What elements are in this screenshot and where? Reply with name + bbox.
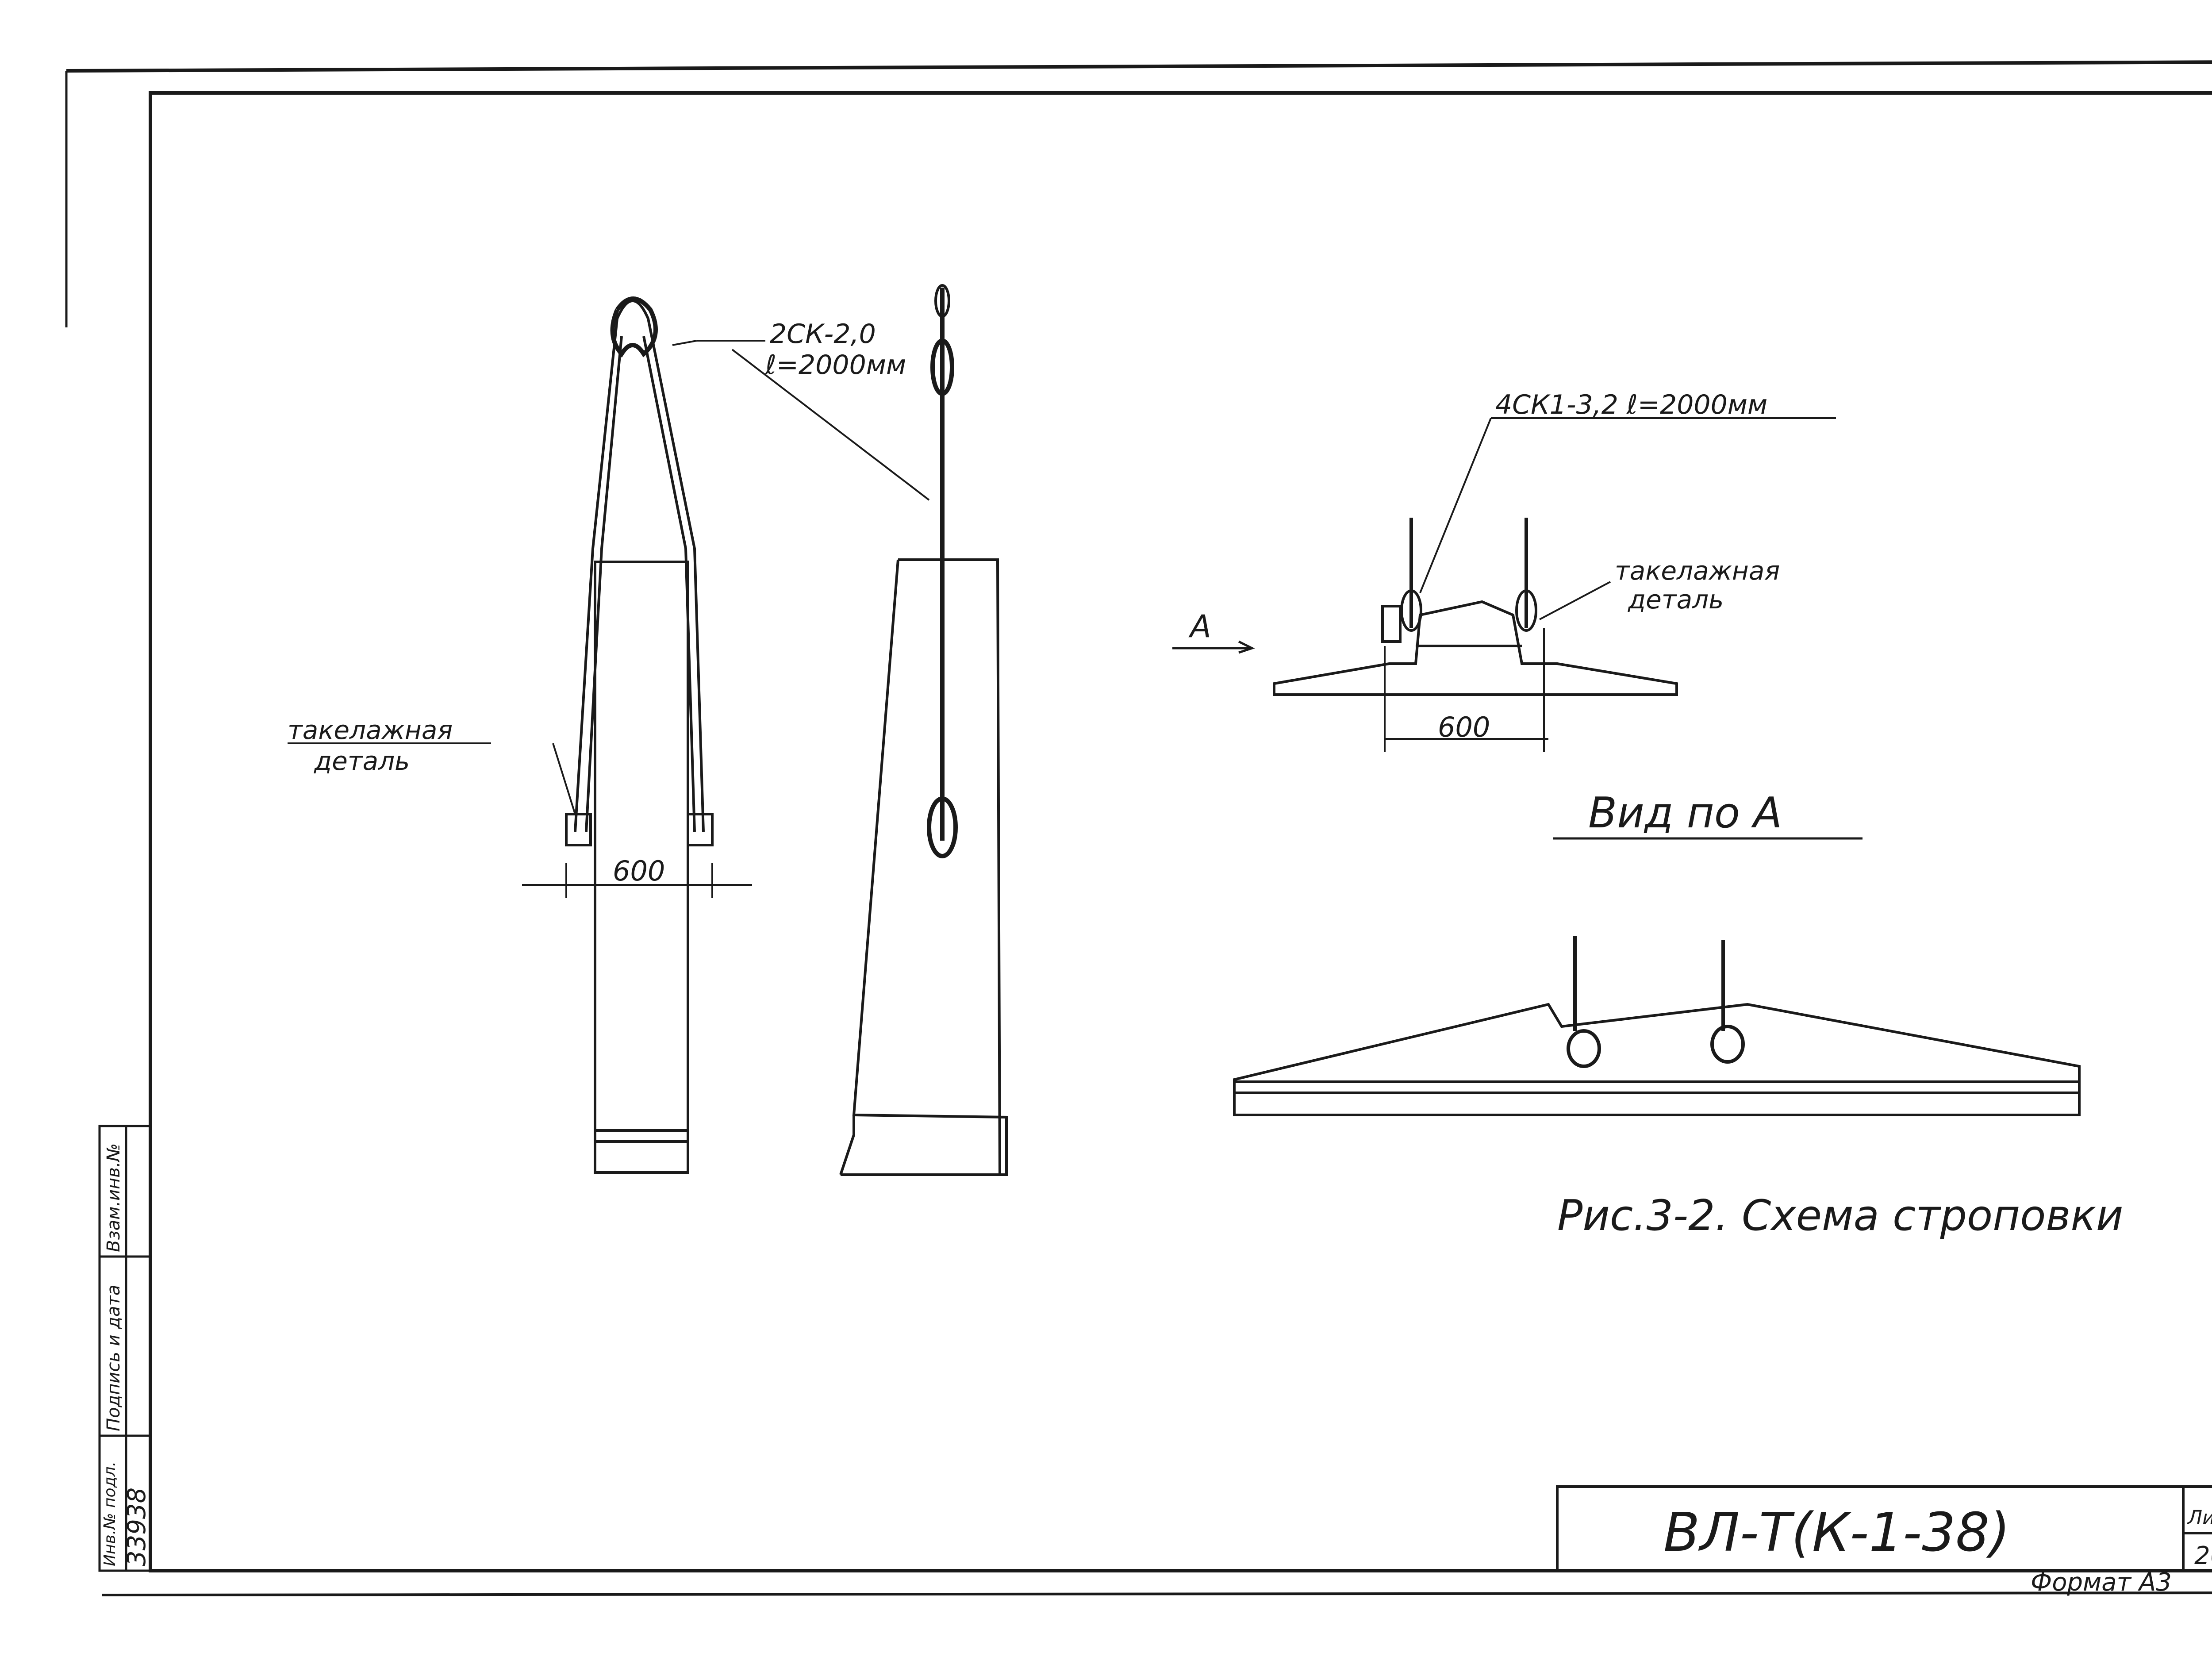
right-dimension-600: 600 bbox=[1438, 711, 1490, 743]
right-end-view bbox=[1172, 417, 1836, 752]
side-stamp-replace-inv: Взам.инв.№ bbox=[104, 1143, 124, 1252]
side-stamp-sign-date: Подпись и дата bbox=[104, 1285, 124, 1431]
title-block-sheet-number: 26 bbox=[2194, 1541, 2212, 1570]
right-rigging-label-line2: деталь bbox=[1628, 584, 1724, 615]
left-rigging-label-line2: деталь bbox=[314, 746, 410, 776]
left-sling-label-line1: 2СК-2,0 bbox=[770, 319, 876, 350]
left-dimension-600: 600 bbox=[613, 855, 665, 887]
right-rigging-label-line1: такелажная bbox=[1615, 556, 1780, 586]
view-arrow-label: А bbox=[1188, 608, 1211, 645]
left-sling-label-line2: ℓ=2000мм bbox=[765, 350, 906, 381]
title-block-code: ВЛ-Т(К-1-38) bbox=[1663, 1502, 2010, 1564]
sheet-frame bbox=[65, 60, 2212, 1596]
title-block bbox=[1556, 1485, 2212, 1572]
left-rigging-label-line1: такелажная bbox=[288, 715, 453, 745]
side-stamp-inv-number: 33938 bbox=[123, 1488, 151, 1566]
side-stamp bbox=[98, 1125, 152, 1572]
left-front-view bbox=[288, 296, 930, 1174]
left-side-view bbox=[839, 284, 1008, 1176]
right-sling-label: 4СК1-3,2 ℓ=2000мм bbox=[1495, 389, 1767, 420]
figure-caption: Рис.3-2. Схема строповки bbox=[1557, 1192, 2123, 1240]
view-a-drawing bbox=[1233, 936, 2081, 1116]
side-stamp-inv-label: Инв.№ подл. bbox=[101, 1461, 119, 1566]
view-a-title: Вид по А bbox=[1588, 789, 1782, 838]
title-block-sheet-label: Лист bbox=[2187, 1507, 2212, 1529]
title-block-format: Формат А3 bbox=[2031, 1568, 2172, 1597]
